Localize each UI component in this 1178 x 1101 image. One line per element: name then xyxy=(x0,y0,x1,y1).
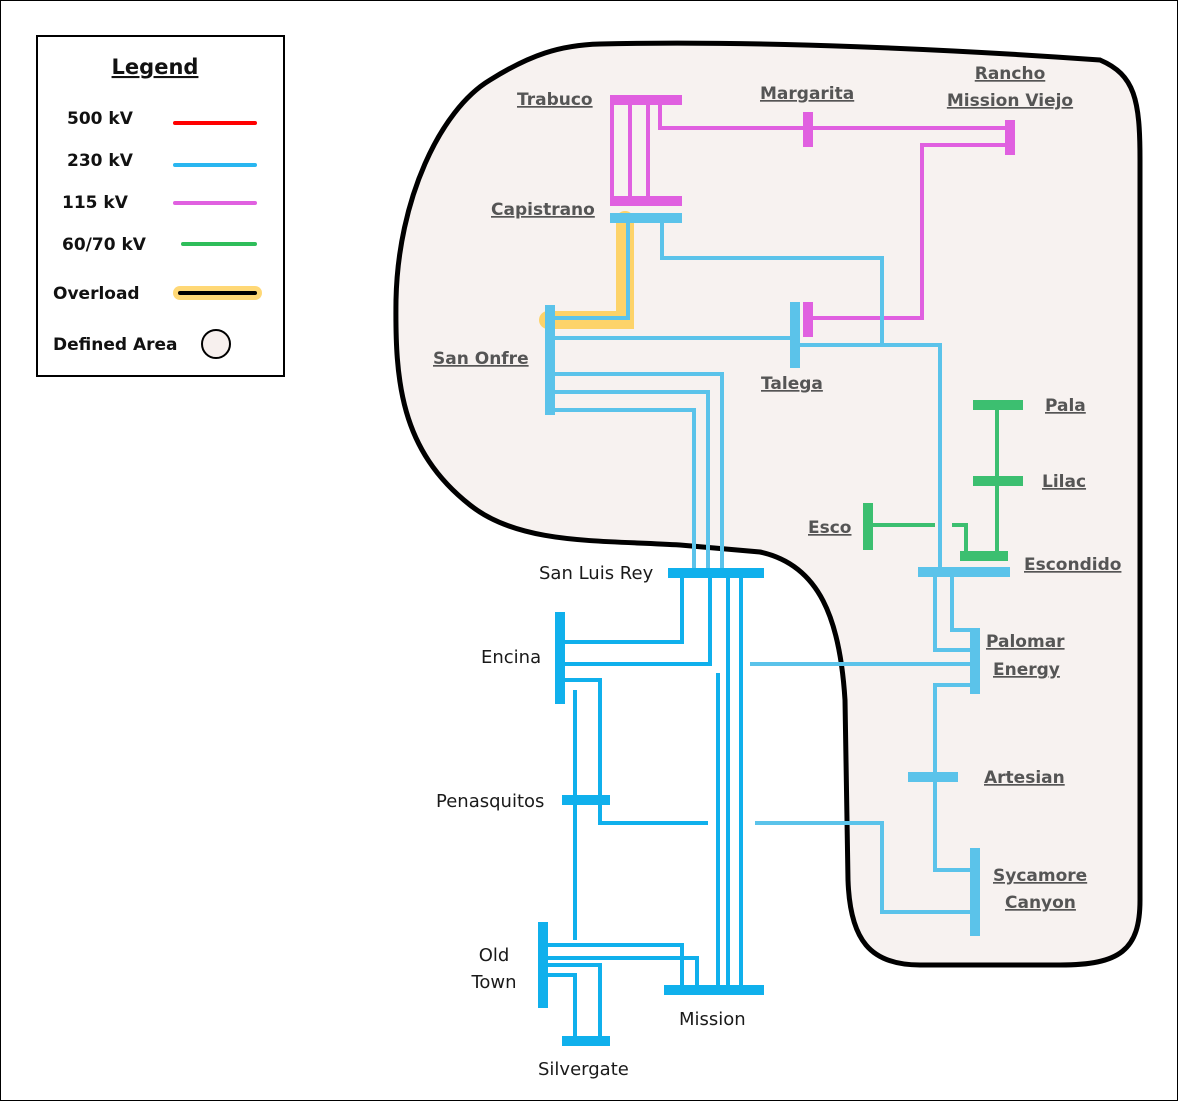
legend-label-500kv: 500 kV xyxy=(67,109,134,129)
bus-pala xyxy=(973,400,1023,410)
legend-label-defined-area: Defined Area xyxy=(53,335,178,355)
bus-trabuco xyxy=(610,95,682,105)
label-encina: Encina xyxy=(481,647,541,668)
outside-labels: San Luis Rey Encina Penasquitos Old Town… xyxy=(436,563,746,1080)
label-pala: Pala xyxy=(1045,396,1086,416)
bus-esco xyxy=(863,503,873,550)
bus-talega-230 xyxy=(790,302,800,368)
bus-san-onfre xyxy=(545,305,555,415)
lines-230kv-inside xyxy=(548,218,975,914)
label-margarita: Margarita xyxy=(760,84,854,104)
legend-box xyxy=(36,35,285,377)
label-artesian: Artesian xyxy=(984,768,1065,788)
legend-label-60-70kv: 60/70 kV xyxy=(62,235,147,255)
bus-rancho-mission-viejo xyxy=(1005,120,1015,155)
label-mission-viejo: Mission Viejo xyxy=(947,91,1073,111)
bus-capistrano-115 xyxy=(610,196,682,206)
area-labels: Trabuco Margarita Rancho Mission Viejo C… xyxy=(433,64,1121,913)
label-san-onfre: San Onfre xyxy=(433,349,529,369)
legend-swatch-defined-area xyxy=(201,329,231,359)
bus-margarita xyxy=(803,112,813,147)
label-escondido: Escondido xyxy=(1024,555,1121,575)
legend-label-115kv: 115 kV xyxy=(62,193,129,213)
label-capistrano: Capistrano xyxy=(491,200,595,220)
label-silvergate: Silvergate xyxy=(538,1059,629,1080)
legend-label-230kv: 230 kV xyxy=(67,151,134,171)
bus-artesian xyxy=(908,772,958,782)
label-talega: Talega xyxy=(761,374,823,394)
bus-encina xyxy=(555,612,565,704)
bus-escondido-70 xyxy=(960,551,1008,561)
bus-sycamore-canyon xyxy=(970,848,980,936)
bus-bars xyxy=(538,95,1023,1046)
label-energy: Energy xyxy=(993,660,1060,680)
legend: Legend 500 kV 230 kV 115 kV 60/70 kV Ove… xyxy=(36,35,285,377)
bus-mission xyxy=(664,985,764,995)
legend-label-overload: Overload xyxy=(53,284,140,304)
label-town: Town xyxy=(470,972,516,993)
label-penasquitos: Penasquitos xyxy=(436,791,544,812)
label-lilac: Lilac xyxy=(1042,472,1086,492)
bus-palomar-energy xyxy=(970,628,980,694)
bus-lilac xyxy=(973,476,1023,486)
label-trabuco: Trabuco xyxy=(517,90,593,110)
label-rancho: Rancho xyxy=(975,64,1046,84)
lines-230kv-outside xyxy=(542,573,743,1040)
label-sycamore: Sycamore xyxy=(993,866,1087,886)
label-mission: Mission xyxy=(679,1009,746,1030)
bus-old-town xyxy=(538,922,548,1008)
label-esco: Esco xyxy=(808,518,852,538)
bus-talega-115 xyxy=(803,302,813,337)
legend-title: Legend xyxy=(112,55,199,79)
label-old: Old xyxy=(479,945,510,966)
bus-escondido-230 xyxy=(918,567,1010,577)
label-san-luis-rey: San Luis Rey xyxy=(539,563,654,584)
lines-115kv xyxy=(610,100,1010,320)
label-palomar: Palomar xyxy=(986,632,1065,652)
label-canyon: Canyon xyxy=(1005,893,1076,913)
bus-san-luis-rey xyxy=(668,568,764,578)
bus-capistrano-230 xyxy=(610,213,682,223)
bus-penasquitos xyxy=(562,795,610,805)
bus-silvergate xyxy=(562,1036,610,1046)
defined-area xyxy=(393,40,1143,968)
